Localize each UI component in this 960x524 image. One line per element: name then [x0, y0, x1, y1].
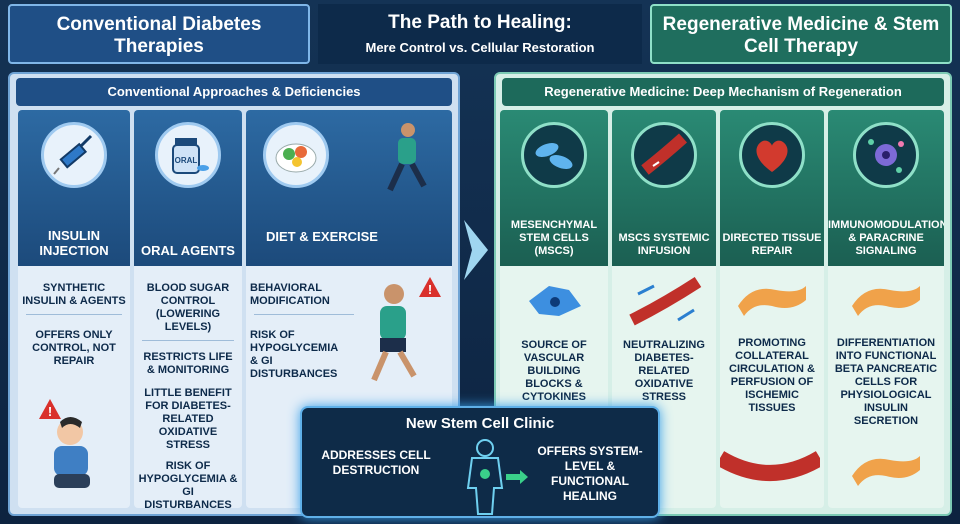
conventional-banner: Conventional Approaches & Deficiencies	[16, 78, 452, 106]
column-cell: Source of Vascular Building Blocks & Cyt…	[521, 339, 587, 403]
clinic-left-text: Addresses Cell Destruction	[321, 448, 431, 477]
stem-cells-icon	[521, 122, 587, 188]
new-stem-cell-clinic-box: New Stem Cell Clinic Addresses Cell Dest…	[300, 406, 660, 518]
svg-text:!: !	[48, 404, 52, 419]
column-cell: Neutralizing Diabetes-Related Oxidative …	[623, 339, 705, 403]
jogging-man-icon	[371, 284, 417, 382]
divider	[254, 314, 354, 315]
clinic-right-text: Offers System-Level & Functional Healing	[537, 444, 643, 503]
column-cell: Risk of Hypoglycemia & GI Disturbances	[250, 329, 338, 380]
column-label: Diet & Exercise	[266, 229, 378, 244]
pancreas-icon	[852, 456, 920, 486]
right-header-title: Regenerative Medicine & Stem Cell Therap…	[650, 4, 952, 64]
column-cell: Offers Only Control, Not Repair	[32, 329, 116, 367]
column-label: Directed Tissue Repair	[722, 232, 822, 257]
column-immunomodulation: Immunomodulation & Paracrine Signaling D…	[828, 110, 944, 508]
column-label: Insulin Injection	[39, 228, 109, 258]
center-title: The Path to Healing:	[388, 12, 572, 33]
column-label: Immunomodulation & Paracrine Signaling	[828, 219, 944, 257]
heart-icon	[739, 122, 805, 188]
column-tissue-repair: Directed Tissue Repair Promoting Collate…	[720, 110, 824, 508]
svg-text:!: !	[428, 282, 432, 297]
column-header: Mesenchymal Stem Cells (MSCs)	[500, 110, 608, 266]
column-cell: Behavioral Modification	[250, 282, 330, 307]
distressed-person-icon	[54, 417, 90, 488]
column-insulin-injection: Insulin Injection Synthetic Insulin & Ag…	[18, 110, 130, 508]
salad-bowl-icon	[263, 122, 329, 188]
transition-arrow-icon	[464, 220, 488, 280]
column-oral-agents: ORAL Oral Agents Blood Sugar Control (Lo…	[134, 110, 242, 508]
left-header-title: Conventional Diabetes Therapies	[8, 4, 310, 64]
clinic-title: New Stem Cell Clinic	[405, 415, 555, 432]
vessel-repair-icon	[720, 451, 820, 481]
column-cell: Promoting Collateral Circulation & Perfu…	[729, 337, 815, 414]
column-cell: Synthetic Insulin & Agents	[22, 282, 126, 307]
column-cell: Little Benefit for Diabetes-Related Oxid…	[144, 387, 232, 451]
column-header: Directed Tissue Repair	[720, 110, 824, 266]
column-header: Diet & Exercise	[246, 110, 452, 266]
pancreas-icon	[852, 286, 920, 316]
regenerative-banner: Regenerative Medicine: Deep Mechanism of…	[502, 78, 944, 106]
column-cell: Differentiation into Functional Beta Pan…	[834, 337, 938, 427]
blood-vessel-icon	[631, 122, 697, 188]
column-header: Insulin Injection	[18, 110, 130, 266]
column-header: ORAL Oral Agents	[134, 110, 242, 266]
human-body-icon	[466, 439, 504, 515]
center-header: The Path to Healing: Mere Control vs. Ce…	[318, 4, 642, 64]
warning-icon: !	[39, 399, 61, 419]
header: Conventional Diabetes Therapies The Path…	[0, 0, 960, 68]
bottle-label-text: ORAL	[175, 156, 198, 165]
right-arrow-icon	[506, 470, 528, 484]
column-label: Mesenchymal Stem Cells (MSCs)	[510, 219, 598, 257]
column-label: Oral Agents	[141, 243, 235, 258]
column-header: MSCs Systemic Infusion	[612, 110, 716, 266]
cell-signaling-icon	[853, 122, 919, 188]
pill-bottle-icon: ORAL	[155, 122, 221, 188]
column-cell: Restricts Life & Monitoring	[143, 351, 233, 376]
column-cell: Risk of Hypoglycemia & GI Disturbances	[138, 460, 238, 508]
column-cell: Blood Sugar Control (Lowering Levels)	[146, 282, 230, 333]
syringe-icon	[41, 122, 107, 188]
column-label: MSCs Systemic Infusion	[618, 232, 710, 257]
stem-cell-icon	[529, 286, 581, 316]
column-header: Immunomodulation & Paracrine Signaling	[828, 110, 944, 266]
vessel-arrows-icon	[629, 276, 702, 326]
warning-icon: !	[419, 277, 441, 297]
pancreas-icon	[738, 286, 806, 316]
running-man-icon	[387, 123, 427, 192]
divider	[142, 340, 234, 341]
center-subtitle: Mere Control vs. Cellular Restoration	[365, 40, 595, 55]
divider	[26, 314, 122, 315]
